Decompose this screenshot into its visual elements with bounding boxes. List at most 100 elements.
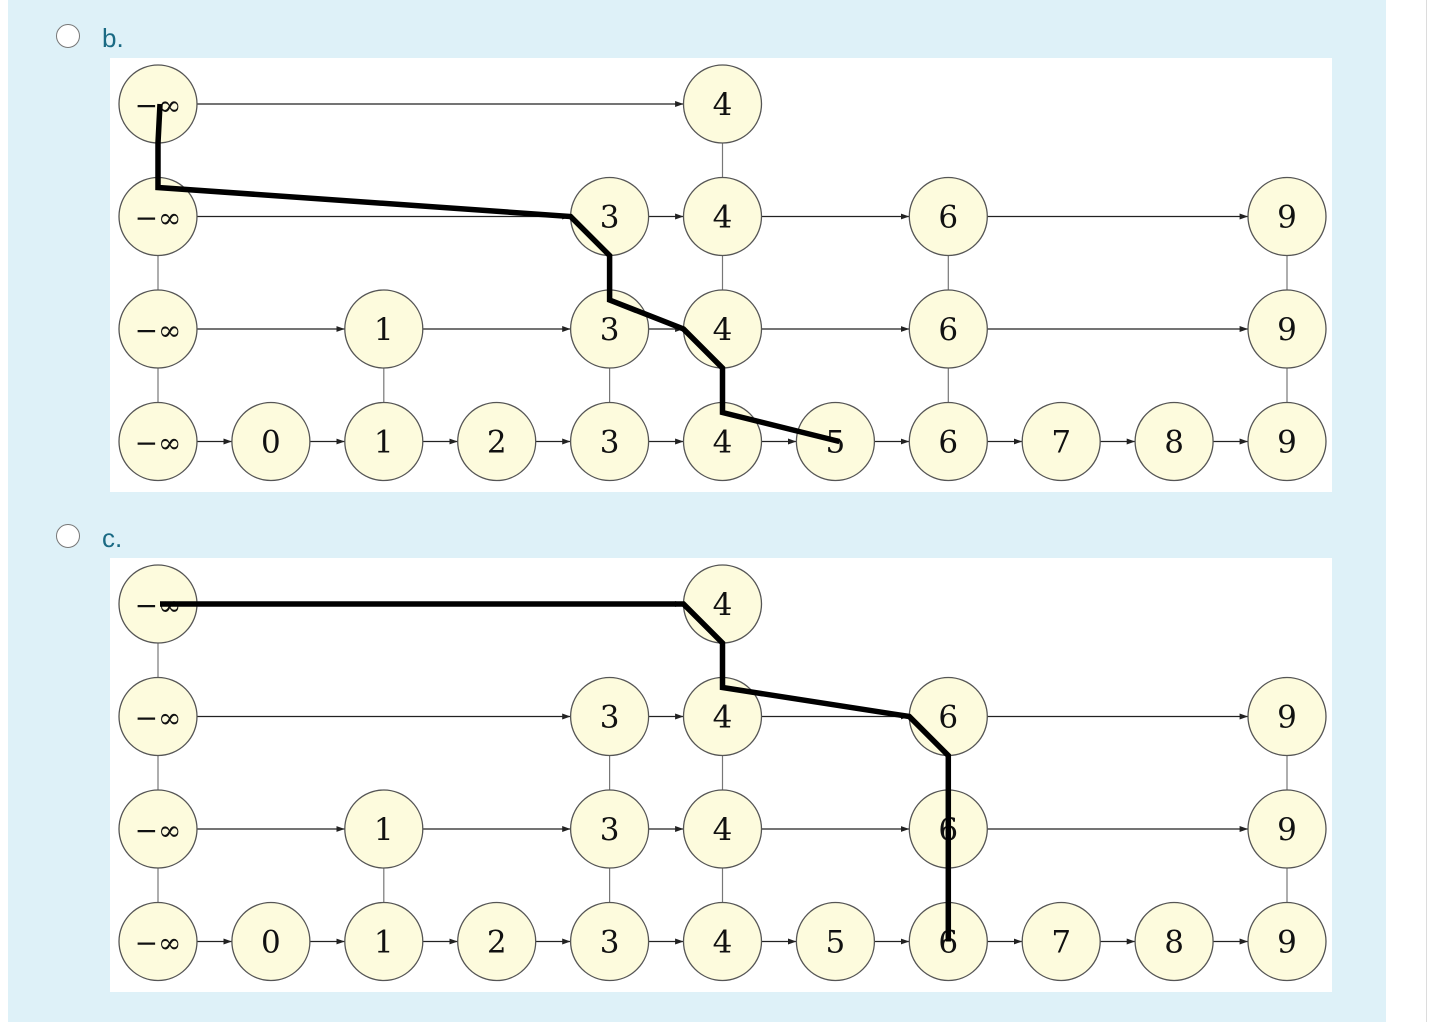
option-c-label[interactable]: c. [102,523,123,553]
skip-node: 3 [569,901,650,982]
node-circle [569,676,650,757]
skip-node: −∞ [118,289,198,369]
node-label: 2 [487,425,507,461]
node-circle [795,901,876,982]
skip-node: 4 [682,564,763,644]
skip-node: −∞ [118,401,198,482]
node-circle [118,401,198,482]
node-circle [1134,401,1214,482]
node-circle [1134,901,1214,982]
node-label: 6 [938,925,958,961]
option-c-radio[interactable] [56,524,80,548]
node-label: 2 [487,925,507,961]
node-label: 6 [938,312,958,348]
node-label: 7 [1051,925,1071,961]
node-circle [682,789,763,869]
skip-node: 1 [344,789,424,869]
node-label: 6 [938,700,958,736]
skip-node: −∞ [118,176,198,257]
node-label: 8 [1164,425,1184,461]
skip-node: 3 [569,401,650,482]
node-circle [231,901,311,982]
node-label: 9 [1277,200,1297,236]
node-circle [682,901,763,982]
option-b-label[interactable]: b. [102,23,124,53]
node-label: 9 [1277,925,1297,961]
node-label: 0 [261,425,281,461]
node-label: 9 [1277,812,1297,848]
node-circle [908,176,988,257]
node-label: 9 [1277,425,1297,461]
node-circle [908,289,988,369]
node-label: 4 [713,925,733,961]
node-circle [908,401,988,482]
node-label: 4 [713,87,733,123]
skip-node: 3 [569,789,650,869]
skip-node: 9 [1247,676,1327,757]
node-label: 9 [1277,312,1297,348]
node-label: 1 [374,812,394,848]
node-label: 3 [600,425,620,461]
skip-node: 9 [1247,176,1327,257]
node-label: −∞ [135,427,182,460]
node-circle [344,789,424,869]
node-circle [118,676,198,757]
node-circle [1021,401,1101,482]
skip-node: 6 [908,176,988,257]
node-label: 7 [1051,425,1071,461]
skip-node: −∞ [118,676,198,757]
node-circle [457,901,537,982]
node-circle [682,176,763,257]
node-label: 3 [600,312,620,348]
skip-node: 4 [682,176,763,257]
skip-node: 6 [908,401,988,482]
node-circle [1247,901,1327,982]
node-label: 4 [713,587,733,623]
skip-node: 4 [682,289,763,369]
node-label: 3 [600,700,620,736]
skip-node: 0 [231,901,311,982]
node-circle [1247,176,1327,257]
search-path [160,601,952,942]
node-label: 5 [826,925,846,961]
node-circle [457,401,537,482]
skip-node: 9 [1247,789,1327,869]
node-circle [1247,789,1327,869]
skip-node: 3 [569,676,650,757]
node-label: 4 [713,200,733,236]
node-label: 4 [713,425,733,461]
scroll-divider [1426,0,1427,1022]
node-label: −∞ [135,814,182,847]
node-label: −∞ [135,927,182,960]
skip-node: 9 [1247,401,1327,482]
skip-node: 6 [908,289,988,369]
skip-node: −∞ [118,564,198,644]
node-circle [118,789,198,869]
node-circle [569,789,650,869]
skip-node: 4 [682,789,763,869]
skip-node: 1 [344,401,424,482]
node-label: −∞ [135,314,182,347]
skip-node: 2 [457,401,537,482]
option-b-radio[interactable] [56,24,80,48]
node-label: 3 [600,925,620,961]
node-circle [118,289,198,369]
node-circle [344,401,424,482]
node-circle [569,401,650,482]
skip-node: 0 [231,401,311,482]
skip-node: 4 [682,901,763,982]
node-circle [1021,901,1101,982]
node-label: 1 [374,425,394,461]
skip-node: 8 [1134,401,1214,482]
skip-node: 5 [795,901,876,982]
node-circle [1247,676,1327,757]
node-circle [118,901,198,982]
skip-node: −∞ [118,789,198,869]
node-label: 0 [261,925,281,961]
node-label: 9 [1277,700,1297,736]
node-circle [569,901,650,982]
skip-node: 1 [344,901,424,982]
node-circle [682,64,763,144]
